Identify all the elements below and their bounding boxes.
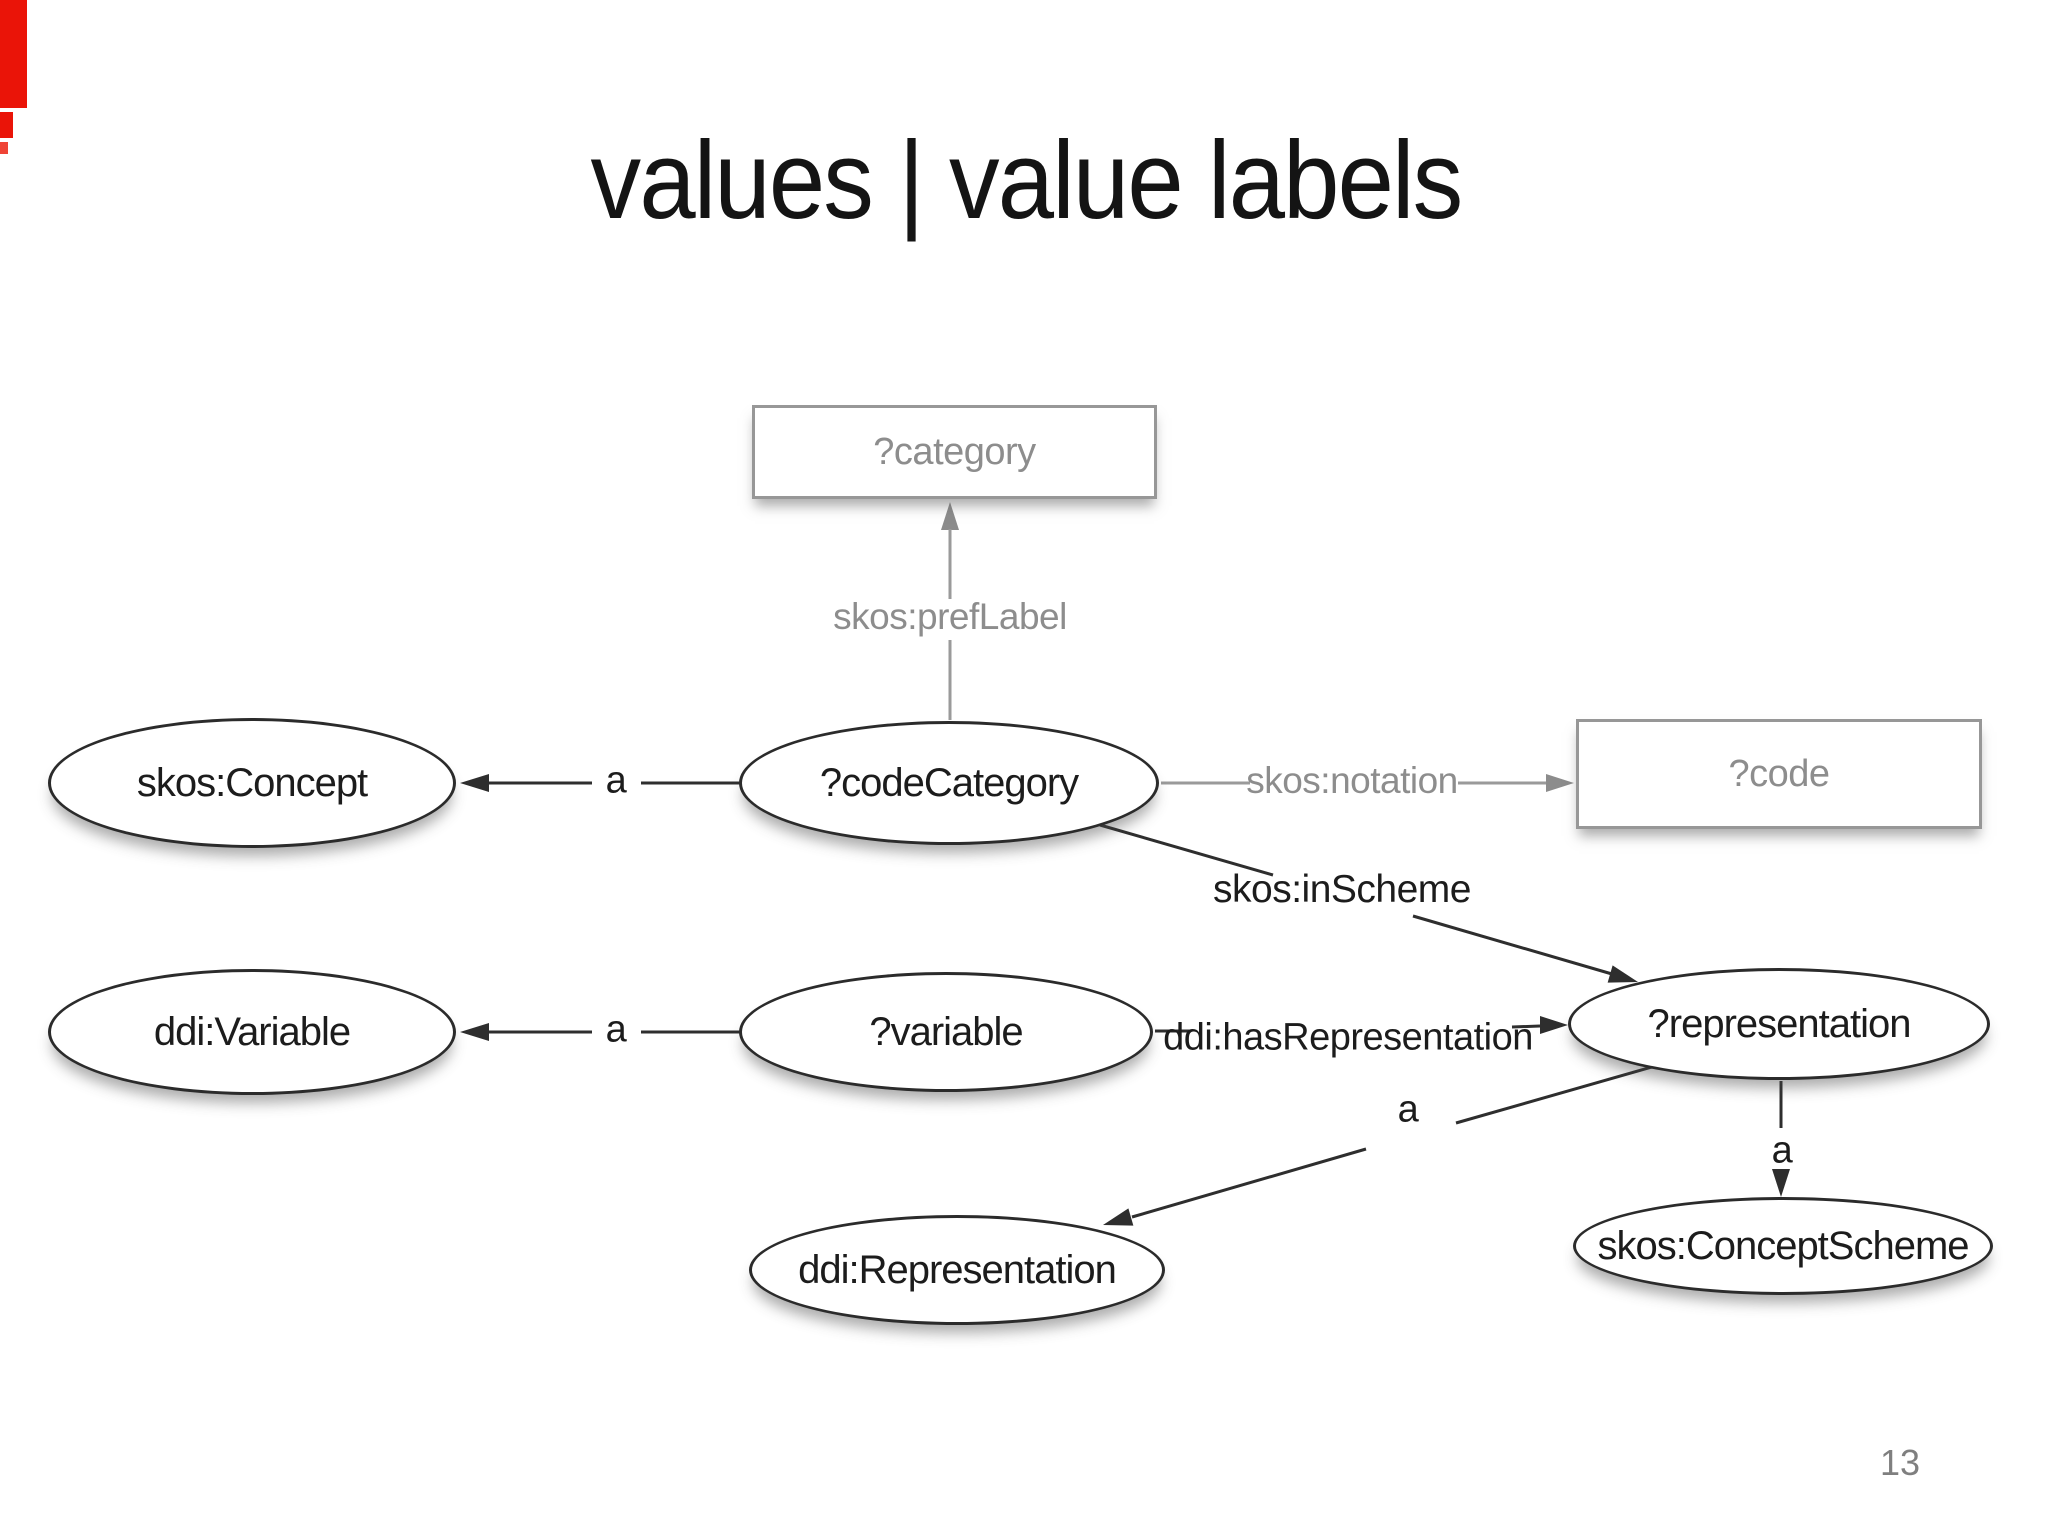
node-representation-label: ?representation [1647, 1001, 1912, 1046]
node-representation: ?representation [1568, 968, 1990, 1080]
edge-in-scheme [1099, 823, 1638, 983]
edge-label-a-concept: a [605, 759, 627, 802]
node-code-category-label: ?codeCategory [819, 760, 1079, 805]
edge-has-representation [1155, 1016, 1568, 1034]
edge-label-a-variable: a [605, 1008, 627, 1051]
edge-notation [1161, 774, 1574, 792]
edge-label-in-scheme: skos:inScheme [1213, 868, 1471, 911]
node-category: ?category [752, 405, 1157, 499]
edge-label-has-representation: ddi:hasRepresentation [1163, 1016, 1533, 1059]
node-skos-concept-label: skos:Concept [136, 760, 368, 805]
edge-pref-label [941, 502, 959, 720]
node-code: ?code [1576, 719, 1982, 829]
node-skos-concept: skos:Concept [48, 718, 456, 848]
edge-a-concept [460, 774, 740, 792]
red-edge-artifact-mark [0, 112, 13, 138]
edge-a-variable [460, 1023, 740, 1041]
node-ddi-representation-label: ddi:Representation [798, 1247, 1117, 1292]
node-skos-concept-scheme-label: skos:ConceptScheme [1597, 1223, 1969, 1268]
red-edge-artifact-mark-small [0, 142, 8, 154]
edge-a-concept-scheme [1772, 1081, 1790, 1197]
edge-label-pref-label: skos:prefLabel [833, 596, 1067, 637]
node-variable-label: ?variable [869, 1009, 1023, 1054]
slide-title: values | value labels [590, 119, 1464, 242]
node-ddi-variable: ddi:Variable [48, 969, 456, 1095]
node-variable: ?variable [739, 972, 1153, 1092]
node-skos-concept-scheme: skos:ConceptScheme [1573, 1197, 1993, 1295]
edge-label-a-concept-scheme: a [1771, 1129, 1793, 1172]
edge-label-notation: skos:notation [1246, 760, 1458, 801]
page-number: 13 [1880, 1442, 1921, 1483]
node-ddi-variable-label: ddi:Variable [153, 1009, 351, 1054]
node-code-category: ?codeCategory [739, 721, 1159, 845]
red-edge-artifact-bar [0, 0, 27, 108]
node-code-label: ?code [1728, 752, 1830, 795]
edge-label-a-ddi-representation: a [1397, 1088, 1419, 1131]
node-category-label: ?category [873, 430, 1036, 473]
node-ddi-representation: ddi:Representation [749, 1215, 1165, 1325]
edge-a-ddi-representation [1103, 1065, 1653, 1226]
